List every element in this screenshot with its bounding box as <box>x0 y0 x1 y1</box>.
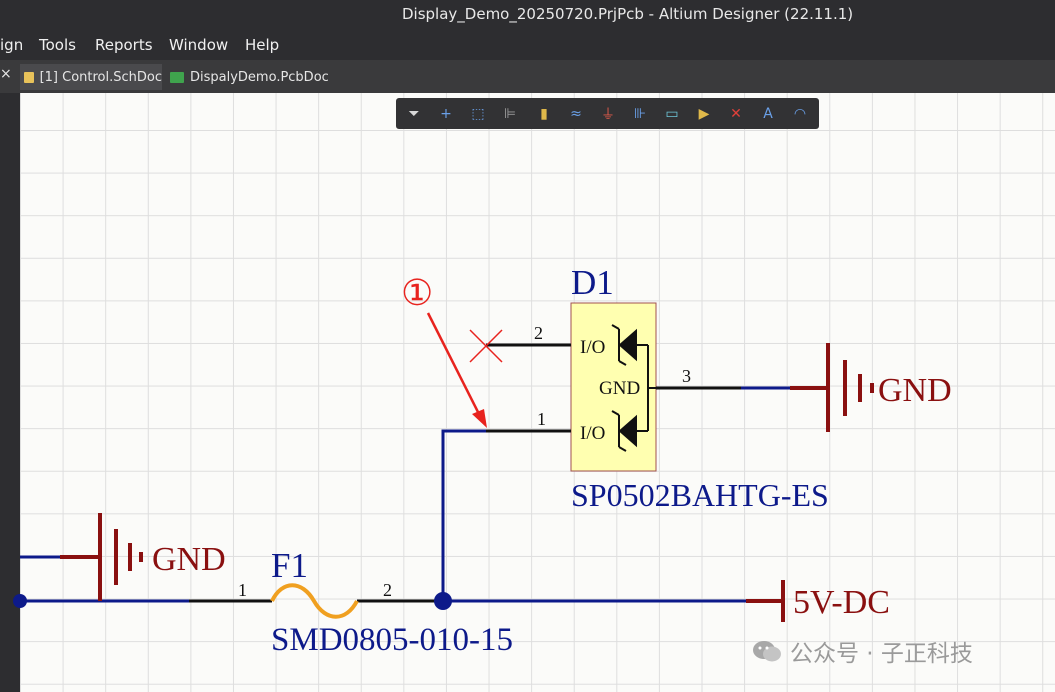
no-erc-icon[interactable]: ✕ <box>730 105 742 122</box>
menu-tools[interactable]: Tools <box>39 36 76 54</box>
place-part-icon[interactable]: ▮ <box>540 105 548 122</box>
align-icon[interactable]: ⊫ <box>503 105 517 122</box>
menu-reports[interactable]: Reports <box>95 36 153 54</box>
schematic-sheet[interactable] <box>20 93 1055 692</box>
title-bar: Display_Demo_20250720.PrjPcb - Altium De… <box>0 0 1055 30</box>
no-erc-marker[interactable] <box>469 329 503 363</box>
wechat-icon <box>753 641 781 662</box>
left-panel-edge[interactable] <box>0 93 20 692</box>
select-rect-icon[interactable]: ⬚ <box>471 105 485 122</box>
d1-designator[interactable]: D1 <box>571 263 614 302</box>
gnd-power-port-right[interactable] <box>790 343 874 432</box>
window-title: Display_Demo_20250720.PrjPcb - Altium De… <box>402 5 854 23</box>
menu-help[interactable]: Help <box>245 36 280 54</box>
d1-pin-2-name: I/O <box>580 337 605 358</box>
net-wire[interactable] <box>441 429 486 601</box>
d1-pin-1-name: I/O <box>580 423 605 444</box>
menu-bar <box>0 30 1055 60</box>
f1-fuse-symbol[interactable] <box>270 583 359 619</box>
active-bar-toolbar <box>396 98 819 129</box>
schematic-doc-icon <box>24 71 34 83</box>
d1-comment[interactable]: SP0502BAHTG-ES <box>571 477 829 513</box>
filter-icon[interactable]: ⏷ <box>408 105 420 122</box>
port-icon[interactable]: ▶ <box>698 105 710 122</box>
power-port-icon[interactable]: ⏚ <box>601 106 615 123</box>
harness-icon[interactable]: ⊪ <box>633 105 647 122</box>
junction-dot-left[interactable] <box>13 594 27 608</box>
pcb-doc-icon <box>170 71 184 83</box>
watermark: 公众号 · 子正科技 <box>752 634 973 668</box>
tab-label: DispalyDemo.PcbDoc <box>190 69 329 85</box>
annotation-marker: ① <box>401 273 433 313</box>
menu-design[interactable]: ign <box>0 36 24 54</box>
junction-dot[interactable] <box>434 592 452 610</box>
arc-icon[interactable]: ◠ <box>793 105 807 122</box>
f1-pin-1-number: 1 <box>238 580 247 600</box>
d1-pin-2-number: 2 <box>534 323 543 343</box>
vcc-power-port[interactable] <box>746 580 785 622</box>
menu-window[interactable]: Window <box>169 36 229 54</box>
gnd-left-label: GND <box>152 541 226 578</box>
tab-dispalydemo-pcbdoc[interactable]: DispalyDemo.PcbDoc <box>166 64 329 90</box>
text-icon[interactable]: A <box>763 105 773 122</box>
vcc-label: 5V-DC <box>793 584 890 621</box>
tvs-diode-symbol <box>611 324 656 452</box>
tab-control-schdoc[interactable]: [1] Control.SchDoc <box>20 64 162 90</box>
f1-pin-2-number: 2 <box>383 580 392 600</box>
annotation-arrow <box>426 312 487 428</box>
sheet-symbol-icon[interactable]: ▭ <box>665 105 679 122</box>
f1-comment[interactable]: SMD0805-010-15 <box>271 622 513 658</box>
f1-designator[interactable]: F1 <box>271 546 308 585</box>
gnd-power-port-left[interactable] <box>60 513 143 601</box>
close-icon[interactable]: × <box>0 66 12 82</box>
d1-pin-3-number: 3 <box>682 366 691 386</box>
watermark-text: 公众号 · 子正科技 <box>790 641 973 667</box>
d1-component-body[interactable] <box>570 302 657 472</box>
gnd-right-label: GND <box>878 372 952 409</box>
bus-icon[interactable]: ≈ <box>570 105 582 122</box>
d1-pin-3-name: GND <box>599 378 640 399</box>
d1-pin-1-number: 1 <box>537 409 546 429</box>
move-cross-icon[interactable]: + <box>440 105 452 122</box>
tab-label: [1] Control.SchDoc <box>39 69 162 85</box>
